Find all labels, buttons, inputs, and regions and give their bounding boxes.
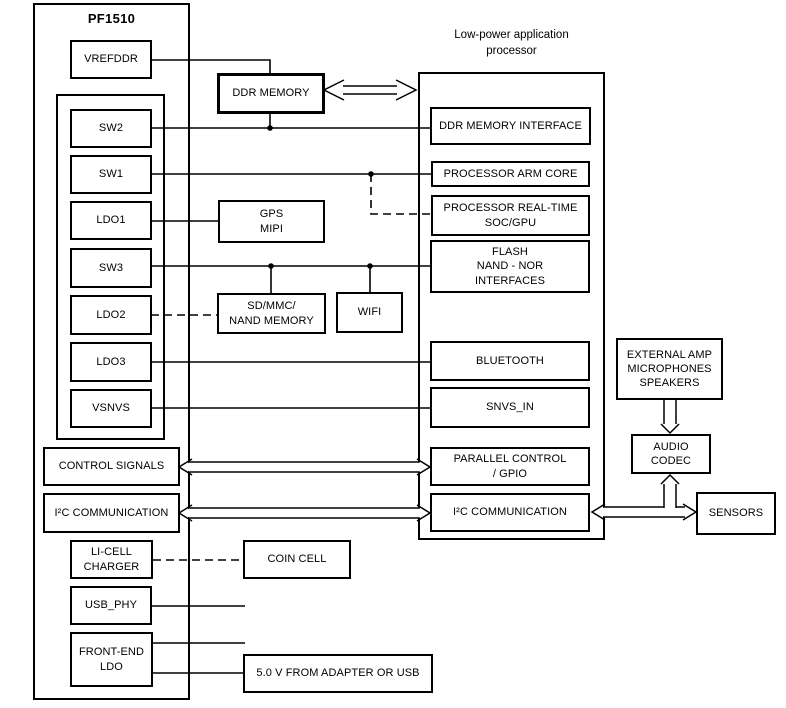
block-audio-codec: AUDIO CODEC [631,434,711,474]
bus-ddr-memory [322,79,418,101]
junction-dots [267,125,374,269]
block-snvs-in: SNVS_IN [430,387,590,428]
block-front-end-ldo: FRONT-END LDO [70,632,153,687]
block-sw3: SW3 [70,248,152,288]
wire-vrefddr-to-ddr-memory [151,59,271,74]
block-processor-arm-core: PROCESSOR ARM CORE [431,161,590,187]
block-5v-adapter: 5.0 V FROM ADAPTER OR USB [243,654,433,693]
block-usb-phy: USB_PHY [70,586,152,625]
bus-control-signals [177,458,432,476]
bus-i2c [177,504,432,522]
block-coin-cell: COIN CELL [243,540,351,579]
block-external-amp: EXTERNAL AMP MICROPHONES SPEAKERS [616,338,723,400]
bus-sensors [590,503,698,521]
block-sw1: SW1 [70,155,152,194]
processor-container [418,72,605,540]
block-ldo2: LDO2 [70,295,152,335]
block-bluetooth: BLUETOOTH [430,341,590,381]
block-vrefddr: VREFDDR [70,40,152,79]
block-ddr-memory: DDR MEMORY [217,73,325,114]
block-sd-mmc-nand: SD/MMC/ NAND MEMORY [217,293,326,334]
block-li-cell-charger: LI-CELL CHARGER [70,540,153,579]
block-gps-mipi: GPS MIPI [218,200,325,243]
block-processor-realtime: PROCESSOR REAL-TIME SOC/GPU [431,195,590,236]
regulator-group-box [56,94,165,440]
block-sw2: SW2 [70,109,152,148]
pf1510-container [33,3,190,700]
wire-dashed-sw1-to-realtime [370,174,432,215]
block-ddr-memory-interface: DDR MEMORY INTERFACE [430,107,591,145]
pf1510-title: PF1510 [87,11,136,26]
block-sensors: SENSORS [696,492,776,535]
block-ldo1: LDO1 [70,201,152,240]
block-ldo3: LDO3 [70,342,152,382]
block-parallel-gpio: PARALLEL CONTROL / GPIO [430,447,590,486]
processor-label: Low-power application processor [454,29,569,57]
block-vsnvs: VSNVS [70,389,152,428]
arrow-bus-to-audiocodec [660,473,680,508]
arrow-extamp-to-audiocodec [660,400,680,435]
block-wifi: WIFI [336,292,403,333]
block-flash-interfaces: FLASH NAND - NOR INTERFACES [430,240,590,293]
block-i2c-processor: I²C COMMUNICATION [430,493,590,532]
